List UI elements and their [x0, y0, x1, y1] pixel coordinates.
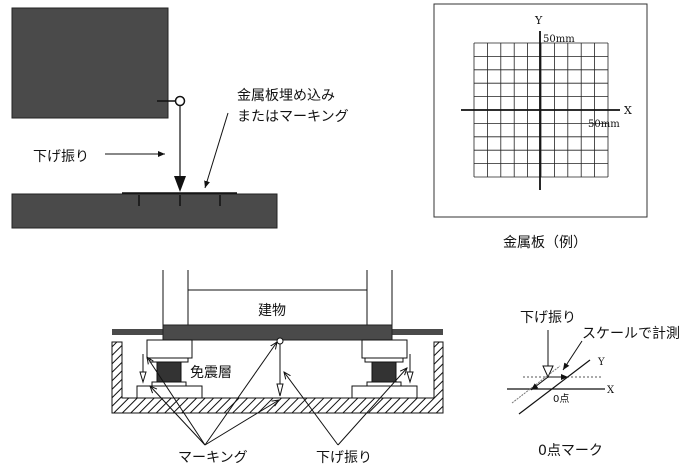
building-label: 建物 — [258, 303, 286, 319]
building-frame — [162, 270, 393, 326]
zero-pendulum-bob — [542, 365, 554, 379]
foundation-pit — [111, 341, 444, 414]
plate-y-extent: 50mm — [543, 34, 575, 45]
pendulum-bob — [174, 176, 186, 192]
zero-pendulum-label: 下げ振り — [520, 310, 576, 326]
plate-caption: 金属板（例） — [503, 235, 587, 251]
plate-tick-marks — [138, 195, 221, 206]
plate-label-line2: またはマーキング — [237, 109, 349, 125]
ground-slab — [11, 193, 278, 229]
section-leader-arrows — [147, 342, 407, 446]
right-isolator — [351, 339, 418, 399]
measure-arrow-y — [530, 376, 549, 391]
building-base-slab — [162, 324, 393, 353]
scale-label-arrow — [562, 340, 583, 371]
plate-label-line1: 金属板埋め込み — [237, 88, 335, 104]
plate-x-extent: 50mm — [588, 119, 620, 130]
zero-y-label: Y — [597, 357, 605, 368]
center-pendulum — [276, 337, 284, 397]
zero-point-mark: 下げ振り スケールで計測 Y X 0点 0点マーク — [507, 310, 680, 459]
metal-plate-example: Y 50mm 50mm X 金属板（例） — [433, 3, 648, 251]
marking-label: マーキング — [178, 450, 248, 466]
isolation-layer-label: 免震層 — [190, 365, 232, 381]
scale-label: スケールで計測 — [582, 326, 680, 342]
plate-x-label: X — [624, 104, 632, 117]
pendulum-pivot — [174, 95, 186, 107]
origin-label: 0点 — [553, 393, 569, 405]
pendulum-label: 下げ振り — [33, 149, 89, 165]
zero-y-axis — [518, 359, 591, 415]
plate-label-arrow — [204, 112, 229, 189]
plate-y-label: Y — [534, 14, 543, 27]
section-pendulum-label: 下げ振り — [316, 450, 372, 466]
upper-structure — [11, 7, 169, 119]
isolation-section: 建物 免震層 — [111, 270, 444, 466]
pendulum-detail: 下げ振り 金属板埋め込み またはマーキング — [11, 7, 349, 229]
zero-x-label: X — [607, 385, 615, 396]
zero-mark-caption: 0点マーク — [538, 443, 603, 459]
